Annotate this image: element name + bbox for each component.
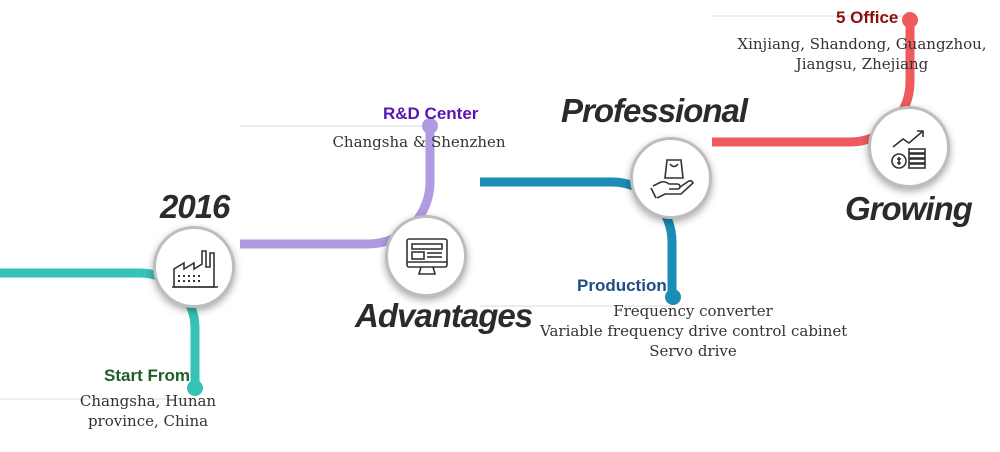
production-line: Frequency converter [613, 302, 773, 320]
growth-chart-icon [891, 130, 926, 169]
milestone-circle-start [153, 226, 235, 308]
purple-end-dot [422, 118, 438, 134]
teal-end-dot [187, 380, 203, 396]
factory-icon [172, 250, 218, 288]
milestone-circle-office [868, 106, 950, 188]
start-from-line: province, China [87, 412, 209, 430]
growing-label: Growing [845, 190, 973, 227]
production-line: Servo drive [649, 342, 737, 360]
production-heading: Production [577, 276, 667, 295]
office-heading: 5 Office [836, 8, 899, 27]
milestone-year-label: 2016 [160, 188, 230, 225]
office-line: Xinjiang, Shandong, Guangzhou, [737, 35, 987, 53]
office-body: Xinjiang, Shandong, Guangzhou, Jiangsu, … [737, 34, 987, 74]
professional-label: Professional [561, 92, 748, 129]
rd-center-line: Changsha & Shenzhen [332, 133, 506, 151]
red-end-dot [902, 12, 918, 28]
advantages-label: Advantages [355, 297, 533, 334]
hand-package-icon [650, 159, 694, 199]
blue-end-dot [665, 289, 681, 305]
start-from-heading: Start From [104, 366, 190, 385]
rd-center-body: Changsha & Shenzhen [330, 132, 508, 152]
production-line: Variable frequency drive control cabinet [540, 322, 848, 340]
production-body: Frequency converter Variable frequency d… [540, 301, 848, 361]
milestone-circle-production [630, 137, 712, 219]
milestone-circle-rd [385, 215, 467, 297]
rd-center-heading: R&D Center [383, 104, 479, 123]
office-line: Jiangsu, Zhejiang [795, 55, 929, 73]
monitor-icon [406, 238, 448, 275]
start-from-line: Changsha, Hunan [79, 392, 217, 410]
start-from-body: Changsha, Hunan province, China [72, 391, 224, 431]
